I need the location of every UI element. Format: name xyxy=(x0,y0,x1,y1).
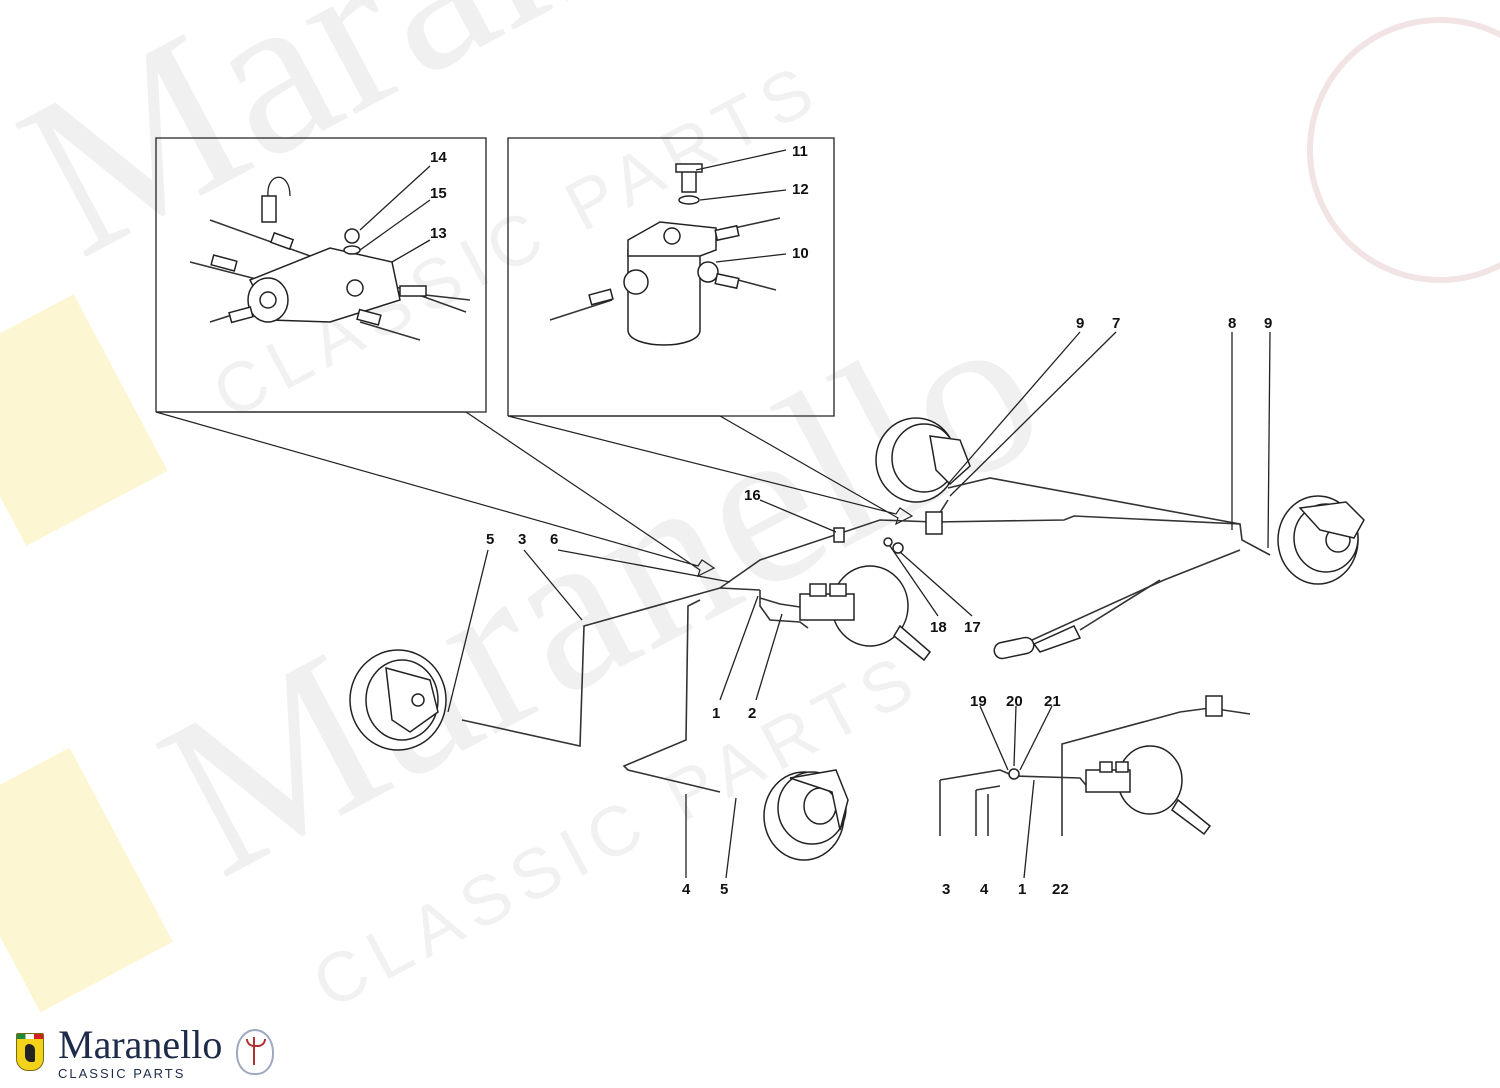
inset-arrow-left xyxy=(155,411,716,578)
watermark-emblem xyxy=(1307,17,1500,283)
callout-15: 15 xyxy=(430,185,447,202)
callout-3b: 3 xyxy=(942,881,950,898)
watermark-shield xyxy=(0,294,168,546)
inset-frame-right xyxy=(507,137,835,417)
callout-9b: 9 xyxy=(1264,315,1272,332)
callout-16: 16 xyxy=(744,487,761,504)
callout-13: 13 xyxy=(430,225,447,242)
callout-12: 12 xyxy=(792,181,809,198)
fitting-18 xyxy=(883,537,893,547)
callout-1a: 1 xyxy=(712,705,720,722)
maserati-trident-icon xyxy=(236,1029,275,1075)
callout-19: 19 xyxy=(970,693,987,710)
front-left-brake xyxy=(349,649,447,751)
callout-14: 14 xyxy=(430,149,447,166)
callout-10: 10 xyxy=(792,245,809,262)
callout-4a: 4 xyxy=(682,881,691,898)
handbrake xyxy=(993,625,1082,660)
callout-17: 17 xyxy=(964,619,981,636)
callout-9a: 9 xyxy=(1076,315,1084,332)
callout-18: 18 xyxy=(930,619,947,636)
watermark: Maranello Maranello CLASSIC PARTS CLASSI… xyxy=(0,0,1500,1023)
callout-5a: 5 xyxy=(486,531,494,548)
callout-21: 21 xyxy=(1044,693,1061,710)
alt-master-cylinder-detail xyxy=(939,695,1251,836)
callout-22: 22 xyxy=(1052,881,1069,898)
callout-3a: 3 xyxy=(518,531,526,548)
front-right-brake xyxy=(763,769,849,861)
rear-right-brake xyxy=(1277,495,1365,585)
pressure-regulator-inset xyxy=(189,176,471,341)
callout-1b: 1 xyxy=(1018,881,1026,898)
ferrari-shield-icon xyxy=(16,1033,44,1071)
fitting-17 xyxy=(892,542,904,554)
tee-union xyxy=(925,511,943,535)
master-cylinder-booster xyxy=(799,565,932,662)
callout-11: 11 xyxy=(792,143,808,160)
rear-left-brake xyxy=(875,417,971,503)
callout-4b: 4 xyxy=(980,881,989,898)
fitting-16 xyxy=(833,527,845,543)
callout-8: 8 xyxy=(1228,315,1236,332)
callout-20: 20 xyxy=(1006,693,1023,710)
watermark-shield-2 xyxy=(0,747,173,1013)
callout-6: 6 xyxy=(550,531,558,548)
inset-arrow-right xyxy=(507,415,914,526)
leader-lines xyxy=(359,149,1271,879)
brand-name: Maranello xyxy=(58,1021,223,1067)
callout-5b: 5 xyxy=(720,881,728,898)
brand-tagline: CLASSIC PARTS xyxy=(58,1065,186,1081)
callout-7: 7 xyxy=(1112,315,1120,332)
brand-logo: Maranello CLASSIC PARTS xyxy=(16,1020,275,1084)
callout-2: 2 xyxy=(748,705,756,722)
valve-body-inset xyxy=(549,163,781,346)
